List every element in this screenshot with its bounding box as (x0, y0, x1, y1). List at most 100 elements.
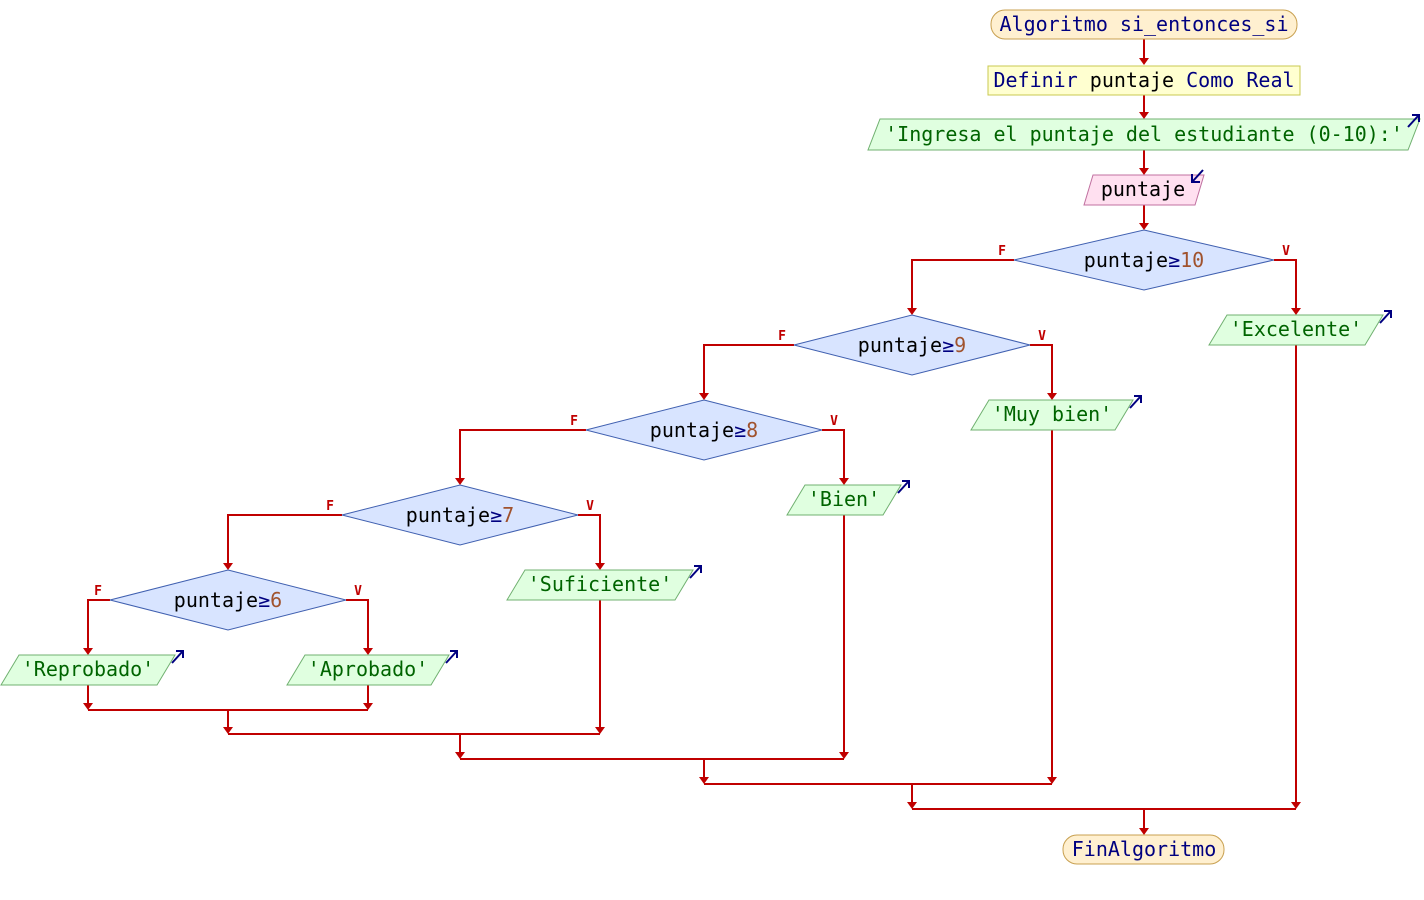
arrowhead (363, 648, 373, 655)
define-type: Real (1246, 68, 1294, 92)
output-text: 'Muy bien' (992, 402, 1112, 426)
decision-diamond[interactable]: puntaje≥6 F V (94, 569, 362, 631)
flow-d1-false (911, 259, 1014, 308)
condition-op: ≥ (1168, 248, 1180, 272)
condition-op: ≥ (490, 503, 502, 527)
svg-text:Definir puntaje Co: Definir puntaje Como Real (993, 68, 1294, 92)
condition-var: puntaje (858, 333, 942, 357)
output-text: 'Suficiente' (528, 572, 673, 596)
flow-d5-true (346, 599, 369, 648)
false-label: F (326, 499, 334, 514)
arrowhead (363, 703, 373, 710)
merge-d5 (88, 709, 368, 727)
arrowhead (839, 478, 849, 485)
arrowhead (223, 727, 233, 734)
output-text: 'Bien' (808, 487, 880, 511)
condition-value: 8 (746, 418, 758, 442)
arrowhead (223, 563, 233, 570)
arrowhead (1139, 112, 1149, 119)
merge-d1 (912, 808, 1296, 828)
false-output[interactable]: 'Reprobado' (0, 650, 184, 686)
arrowhead (595, 727, 605, 734)
false-label: F (94, 584, 102, 599)
flow-d4-true (578, 514, 601, 563)
condition-value: 7 (502, 503, 514, 527)
arrowhead (699, 393, 709, 400)
output-arrow-icon (1129, 395, 1142, 409)
arrowhead (1047, 777, 1057, 784)
condition-var: puntaje (406, 503, 490, 527)
arrowhead (83, 703, 93, 710)
end-keyword: FinAlgoritmo (1072, 837, 1217, 861)
svg-text:Algoritmo si_entonces_si: Algoritmo si_entonces_si (1000, 12, 1289, 36)
condition-op: ≥ (734, 418, 746, 442)
arrowhead (455, 752, 465, 759)
read-var: puntaje (1101, 177, 1185, 201)
start-keyword: Algoritmo (1000, 12, 1108, 36)
define-var: puntaje (1090, 68, 1174, 92)
start-terminal[interactable]: Algoritmo si_entonces_si (990, 9, 1298, 40)
output-arrow-icon (1379, 310, 1392, 324)
condition-value: 6 (270, 588, 282, 612)
arrowhead (1139, 58, 1149, 65)
connectors (83, 39, 1301, 835)
true-label: V (586, 499, 594, 514)
true-label: V (1038, 329, 1046, 344)
arrowhead (699, 777, 709, 784)
decision-condition: puntaje≥10 (1084, 248, 1204, 272)
false-label: F (570, 414, 578, 429)
arrowhead (1291, 802, 1301, 809)
decision-diamond[interactable]: puntaje≥9 F V (778, 314, 1046, 376)
define-como: Como (1186, 68, 1234, 92)
arrowhead (1139, 828, 1149, 835)
condition-value: 10 (1180, 248, 1204, 272)
true-output[interactable]: 'Suficiente' (506, 565, 702, 601)
true-output[interactable]: 'Aprobado' (286, 650, 458, 686)
true-label: V (354, 584, 362, 599)
output-arrow-icon (445, 650, 458, 664)
arrowhead (1139, 223, 1149, 230)
read-input[interactable]: puntaje (1083, 169, 1205, 206)
false-label: F (998, 244, 1006, 259)
merge-d2 (704, 783, 1052, 802)
flow-d1-true (1274, 259, 1297, 308)
flow-d3-true (822, 429, 845, 478)
decision-condition: puntaje≥7 (406, 503, 514, 527)
arrowhead (1047, 393, 1057, 400)
decision-diamond[interactable]: puntaje≥10 F V (998, 229, 1290, 291)
output-arrow-icon (897, 480, 910, 494)
flow-d2-true (1030, 344, 1053, 393)
condition-value: 9 (954, 333, 966, 357)
decision-condition: puntaje≥9 (858, 333, 966, 357)
condition-op: ≥ (258, 588, 270, 612)
decision-condition: puntaje≥6 (174, 588, 282, 612)
condition-op: ≥ (942, 333, 954, 357)
decision-diamond[interactable]: puntaje≥7 F V (326, 484, 594, 546)
input-arrow-icon (1191, 169, 1204, 183)
output-arrow-icon (689, 565, 702, 579)
condition-var: puntaje (174, 588, 258, 612)
arrowhead (839, 752, 849, 759)
arrowhead (907, 802, 917, 809)
end-terminal[interactable]: FinAlgoritmo (1062, 834, 1225, 865)
output-arrow-icon (1407, 114, 1420, 128)
true-output[interactable]: 'Muy bien' (970, 395, 1142, 431)
prompt-output[interactable]: 'Ingresa el puntaje del estudiante (0-10… (867, 114, 1421, 151)
prompt-text: 'Ingresa el puntaje del estudiante (0-10… (885, 122, 1403, 146)
arrowhead (455, 478, 465, 485)
true-output[interactable]: 'Bien' (786, 480, 910, 516)
arrowhead (907, 308, 917, 315)
arrowhead (1291, 308, 1301, 315)
condition-var: puntaje (650, 418, 734, 442)
define-process[interactable]: Definir puntaje Como Real (987, 65, 1301, 96)
true-output[interactable]: 'Excelente' (1208, 310, 1392, 346)
true-label: V (1282, 244, 1290, 259)
false-label: F (778, 329, 786, 344)
output-text: 'Aprobado' (308, 657, 428, 681)
algorithm-name: si_entonces_si (1120, 12, 1289, 36)
output-arrow-icon (171, 650, 184, 664)
arrowhead (83, 648, 93, 655)
